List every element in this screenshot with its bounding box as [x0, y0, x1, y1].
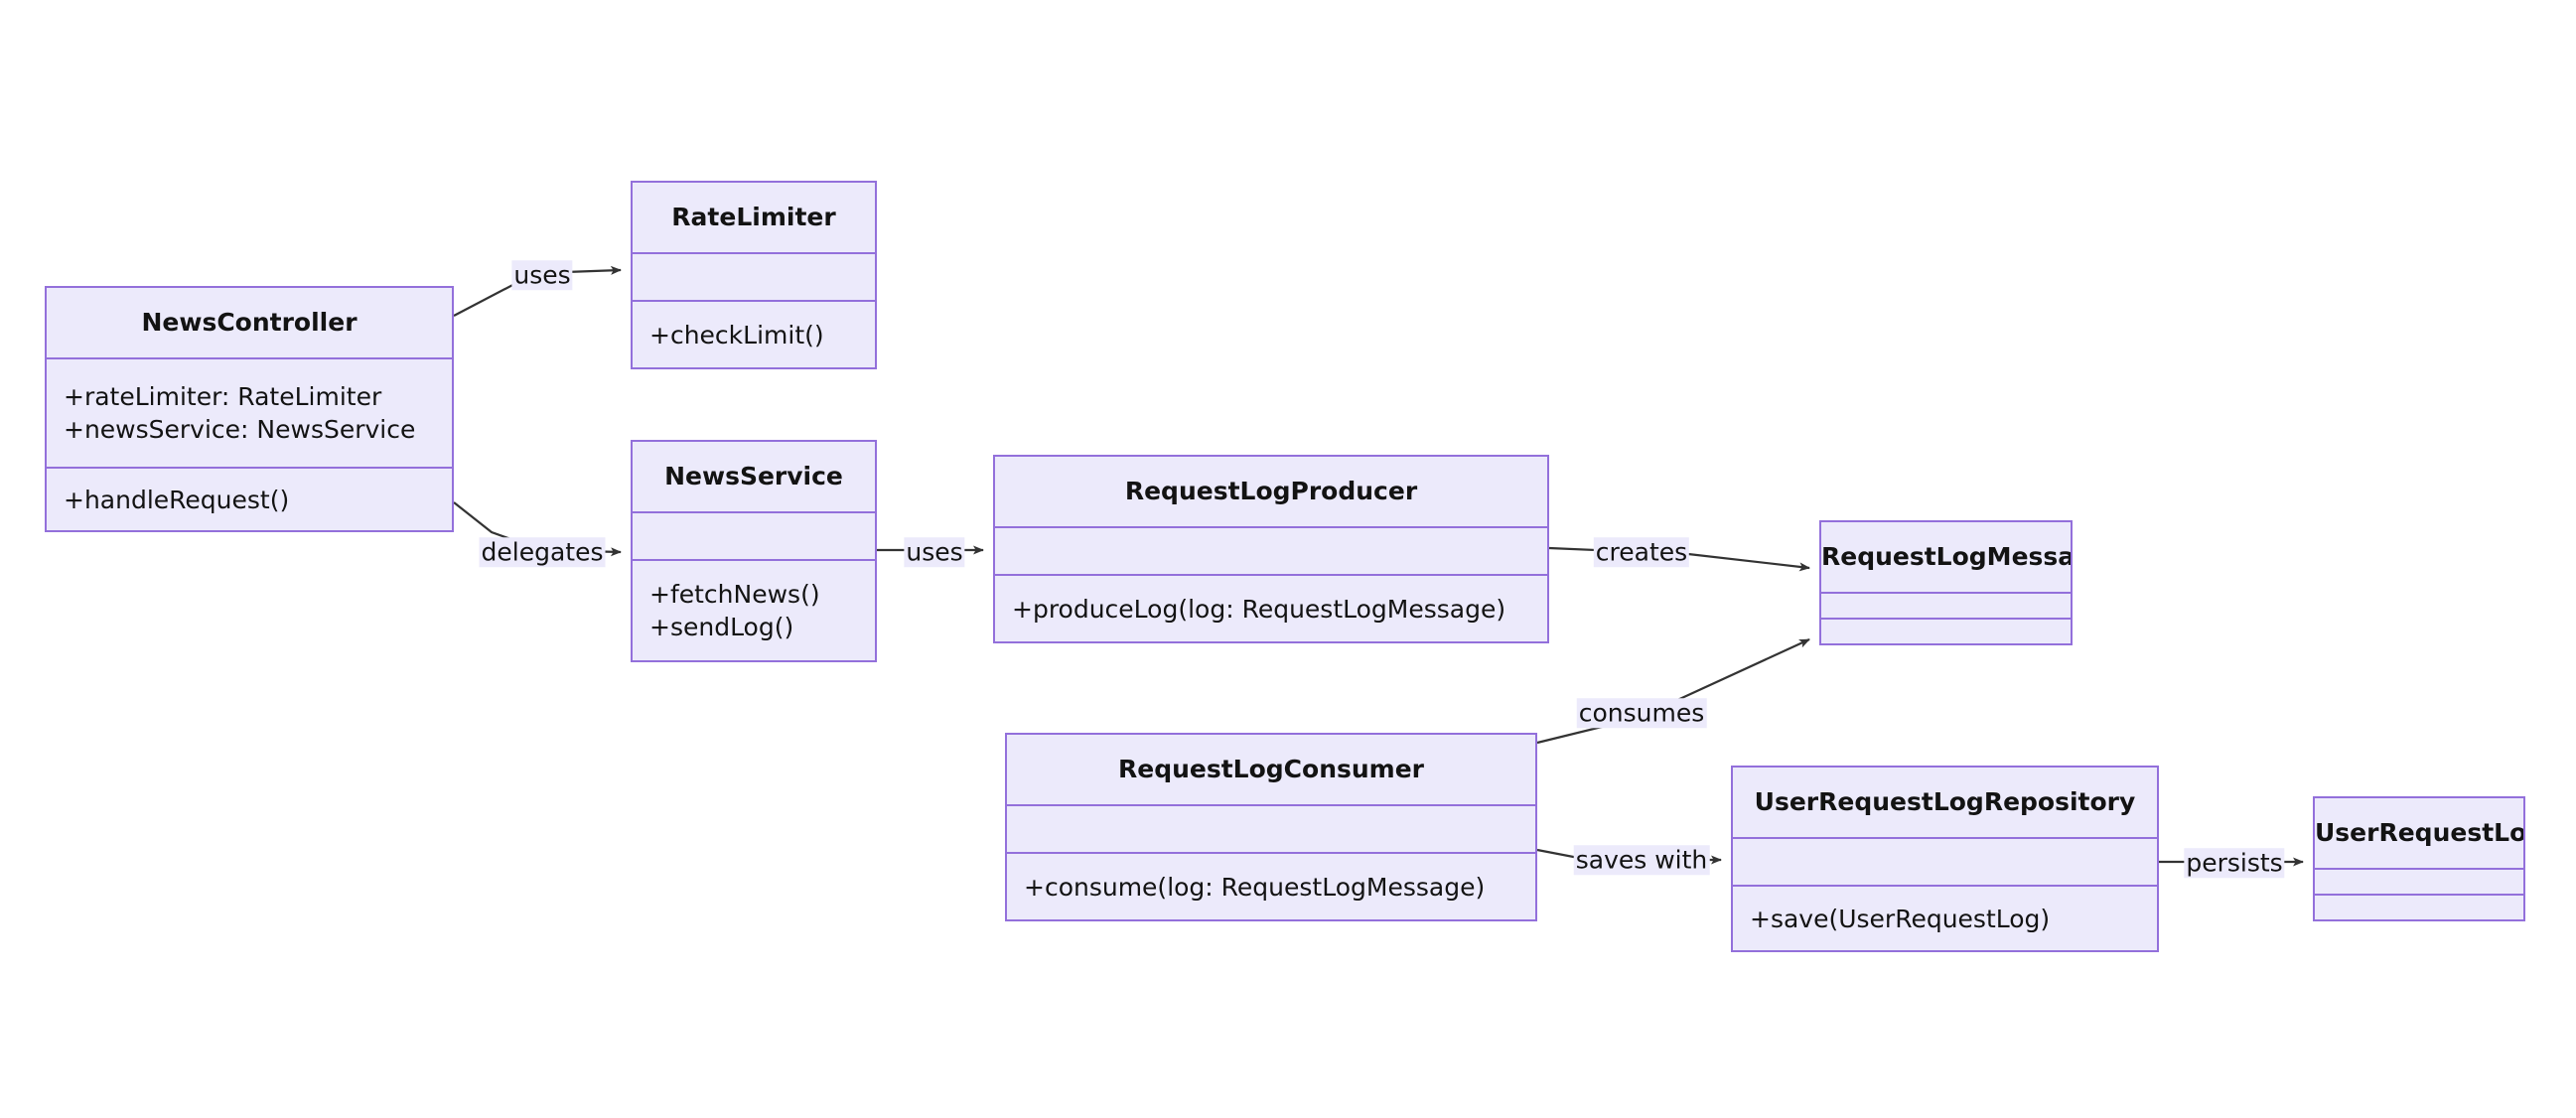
- class-name: UserRequestLog: [2315, 818, 2523, 847]
- class-methods-compartment: [2315, 894, 2523, 919]
- class-method: +sendLog(): [649, 613, 794, 641]
- class-title-compartment: UserRequestLogRepository: [1733, 768, 2157, 837]
- edge-label-edge-persists-userrequestlog: persists: [2184, 848, 2285, 878]
- uml-class-request-log-producer[interactable]: RequestLogProducer +produceLog(log: Reque…: [993, 455, 1549, 643]
- class-title-compartment: RequestLogMessage: [1821, 522, 2071, 592]
- class-title-compartment: RateLimiter: [633, 183, 875, 252]
- class-methods-compartment: +fetchNews() +sendLog(): [633, 559, 875, 660]
- class-title-compartment: RequestLogProducer: [995, 457, 1547, 526]
- class-method: +produceLog(log: RequestLogMessage): [1012, 594, 1506, 624]
- class-method: +fetchNews(): [649, 580, 820, 609]
- class-name: NewsService: [664, 462, 843, 490]
- class-title-compartment: NewsController: [47, 288, 452, 357]
- uml-class-news-controller[interactable]: NewsController+rateLimiter: RateLimiter+…: [45, 286, 454, 532]
- class-methods-compartment: +save(UserRequestLog): [1733, 885, 2157, 950]
- uml-class-rate-limiter[interactable]: RateLimiter +checkLimit(): [631, 181, 877, 369]
- uml-class-user-request-log[interactable]: UserRequestLog: [2313, 796, 2525, 921]
- class-method: +handleRequest(): [64, 485, 290, 514]
- class-attributes-compartment: [633, 252, 875, 300]
- class-attributes-compartment: [633, 511, 875, 559]
- class-attributes-compartment: [1733, 837, 2157, 885]
- edge-label-edge-delegates-newsservice: delegates: [479, 537, 606, 567]
- class-methods-compartment: [1821, 618, 2071, 643]
- uml-class-news-service[interactable]: NewsService +fetchNews() +sendLog(): [631, 440, 877, 662]
- edge-label-edge-creates-message: creates: [1593, 537, 1690, 567]
- class-name: RequestLogProducer: [1124, 477, 1418, 505]
- class-title-compartment: UserRequestLog: [2315, 798, 2523, 868]
- edge-label-edge-uses-ratelimiter: uses: [511, 260, 573, 290]
- class-methods-compartment: +checkLimit(): [633, 300, 875, 367]
- class-method: +consume(log: RequestLogMessage): [1024, 872, 1486, 902]
- class-attribute: +newsService: NewsService: [64, 415, 416, 444]
- class-method: +checkLimit(): [649, 320, 824, 349]
- class-name: RequestLogConsumer: [1117, 755, 1425, 783]
- class-method: +save(UserRequestLog): [1750, 904, 2051, 933]
- class-attributes-compartment: [1821, 592, 2071, 618]
- edge-label-edge-consumes-message: consumes: [1576, 698, 1707, 728]
- uml-class-request-log-message[interactable]: RequestLogMessage: [1819, 520, 2073, 645]
- class-name: RateLimiter: [671, 203, 836, 231]
- class-methods-compartment: +handleRequest(): [47, 467, 452, 530]
- class-attributes-compartment: [2315, 868, 2523, 894]
- class-name: RequestLogMessage: [1821, 542, 2071, 571]
- class-name: UserRequestLogRepository: [1754, 787, 2136, 816]
- class-attribute: +rateLimiter: RateLimiter: [64, 382, 382, 411]
- class-attributes-compartment: [1007, 804, 1535, 852]
- class-attributes-compartment: +rateLimiter: RateLimiter +newsService: N…: [47, 357, 452, 467]
- class-title-compartment: RequestLogConsumer: [1007, 735, 1535, 804]
- uml-class-request-log-consumer[interactable]: RequestLogConsumer +consume(log: RequestL…: [1005, 733, 1537, 921]
- class-title-compartment: NewsService: [633, 442, 875, 511]
- edge-label-edge-saves-with-repository: saves with: [1573, 845, 1710, 875]
- class-methods-compartment: +produceLog(log: RequestLogMessage): [995, 574, 1547, 641]
- edge-label-edge-uses-producer: uses: [904, 537, 965, 567]
- class-methods-compartment: +consume(log: RequestLogMessage): [1007, 852, 1535, 919]
- uml-class-user-request-log-repository[interactable]: UserRequestLogRepository +save(UserReques…: [1731, 766, 2159, 952]
- class-name: NewsController: [141, 308, 358, 337]
- class-attributes-compartment: [995, 526, 1547, 574]
